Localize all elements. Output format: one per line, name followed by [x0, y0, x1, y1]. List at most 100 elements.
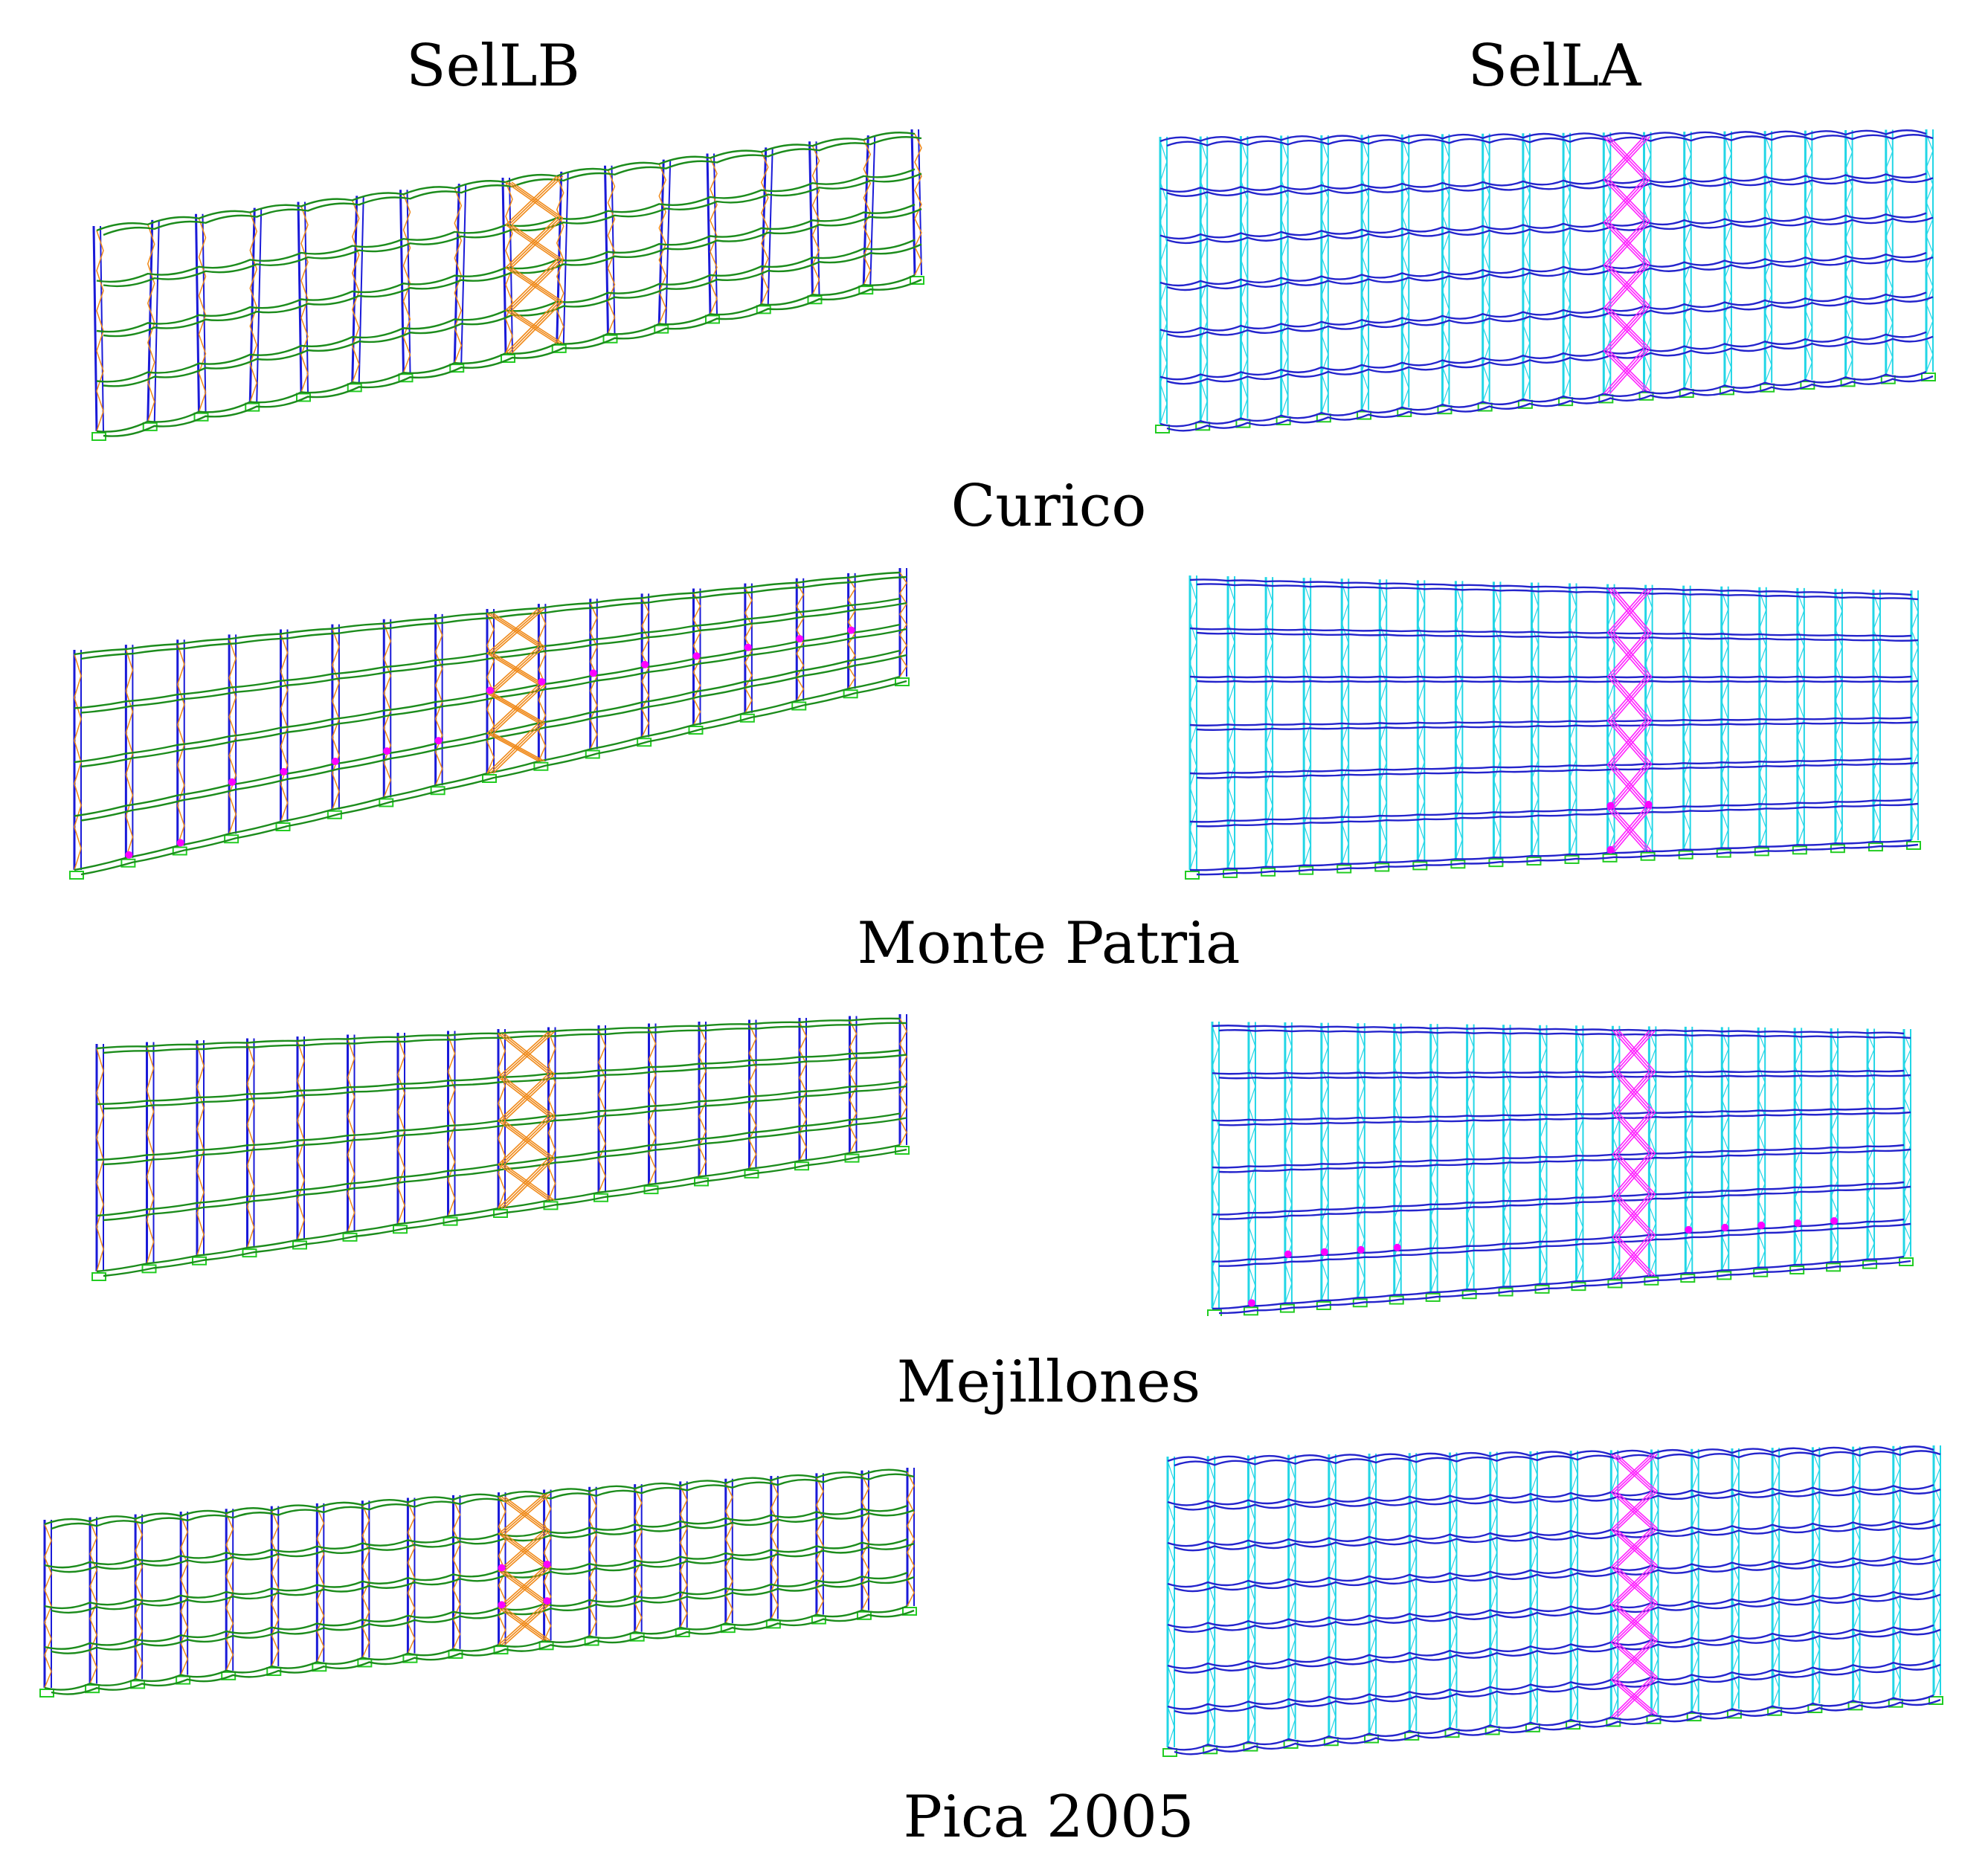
x-brace	[1606, 764, 1647, 808]
plastic-hinge	[796, 635, 804, 643]
plastic-hinge	[498, 1564, 506, 1572]
plastic-hinge	[847, 626, 855, 634]
x-brace	[498, 1158, 550, 1209]
frame-beam	[1159, 291, 1927, 334]
frame-beam	[51, 1509, 915, 1573]
x-brace	[1612, 588, 1653, 633]
x-brace	[492, 613, 545, 648]
frame-sellb-curico	[59, 119, 952, 461]
x-brace	[489, 692, 542, 724]
x-brace	[492, 607, 545, 654]
x-brace	[498, 1496, 545, 1532]
frame-sellb-mejillones	[82, 1004, 922, 1316]
x-brace	[1612, 1112, 1650, 1154]
frame-column-flange	[202, 213, 207, 412]
frame-beam	[1212, 1255, 1905, 1310]
x-brace	[492, 722, 545, 774]
x-brace	[489, 645, 542, 694]
x-brace	[1606, 632, 1647, 677]
column-lacing	[1167, 1460, 1175, 1748]
column-support	[791, 701, 807, 711]
plastic-hinge	[1606, 802, 1615, 810]
x-brace	[492, 684, 545, 734]
plastic-hinge	[1284, 1250, 1292, 1258]
frame-beam	[51, 1576, 915, 1654]
frame-beam	[1159, 129, 1927, 143]
x-brace	[1612, 808, 1653, 852]
x-brace	[1610, 1492, 1653, 1529]
column-support	[794, 1161, 809, 1171]
x-brace	[498, 1570, 545, 1605]
frame-beam	[1174, 1663, 1941, 1715]
frame-column	[297, 201, 303, 393]
sellb-monte-patria-svg	[69, 568, 910, 880]
frame-beam	[1174, 1489, 1941, 1511]
x-brace	[1609, 588, 1650, 633]
x-brace	[1613, 1529, 1656, 1567]
x-brace	[501, 1120, 552, 1159]
frame-column	[862, 135, 869, 286]
x-brace	[486, 653, 539, 686]
frame-beam	[1196, 631, 1919, 642]
plastic-hinge	[538, 677, 546, 686]
column-support	[844, 1153, 860, 1163]
x-brace	[1609, 808, 1650, 852]
frame-beam	[1212, 1069, 1905, 1075]
x-brace	[1609, 136, 1651, 180]
column-support	[342, 1232, 358, 1242]
frame-beam	[103, 1022, 907, 1054]
x-brace	[1618, 1071, 1656, 1113]
sella-monte-patria-svg	[1185, 575, 1921, 880]
plastic-hinge	[383, 747, 391, 755]
x-brace	[486, 684, 539, 734]
frame-column-flange	[665, 159, 672, 324]
column-support	[744, 1169, 759, 1179]
column-lacing	[724, 1483, 733, 1624]
plastic-hinge	[228, 778, 237, 786]
plastic-hinge	[641, 660, 649, 668]
x-brace	[501, 1158, 553, 1209]
frame-beam	[103, 278, 922, 437]
column-support	[120, 858, 136, 868]
x-brace	[489, 732, 542, 762]
frame-beam	[1166, 216, 1934, 245]
frame-beam	[1166, 256, 1934, 291]
frame-column	[760, 147, 768, 305]
frame-beam	[1189, 578, 1912, 596]
frame-column	[351, 196, 358, 383]
x-brace	[1612, 720, 1653, 764]
frame-column	[501, 177, 507, 354]
plastic-hinge	[1830, 1216, 1839, 1225]
frame-column	[604, 165, 609, 334]
x-brace	[486, 645, 539, 694]
column-support	[533, 761, 549, 771]
column-lacing	[180, 1515, 188, 1675]
x-brace	[492, 732, 545, 762]
x-brace	[1610, 1604, 1653, 1641]
x-brace	[504, 1033, 556, 1074]
frame-beam	[1218, 1148, 1911, 1173]
x-brace	[1603, 179, 1645, 222]
column-support	[895, 1146, 910, 1155]
column-lacing	[135, 1518, 143, 1680]
frame-beam	[1166, 177, 1934, 198]
x-brace	[1615, 1112, 1653, 1154]
plastic-hinge	[498, 1601, 506, 1609]
column-support	[1929, 1696, 1943, 1705]
column-support	[275, 822, 291, 831]
frame-beam	[103, 1148, 907, 1277]
plastic-hinge	[176, 839, 184, 847]
frame-sella-curico	[1130, 119, 1963, 446]
x-brace	[1609, 307, 1651, 349]
x-brace	[498, 1115, 550, 1165]
x-brace	[1606, 179, 1648, 222]
frame-beam	[1167, 1694, 1934, 1751]
x-brace	[498, 1073, 550, 1122]
plastic-hinge	[1794, 1219, 1802, 1227]
x-brace	[501, 1570, 548, 1605]
column-lacing	[634, 1488, 643, 1633]
frame-beam	[1167, 1445, 1934, 1463]
x-brace	[504, 1158, 556, 1209]
x-brace	[1618, 1237, 1656, 1277]
frame-beam	[1189, 839, 1912, 871]
